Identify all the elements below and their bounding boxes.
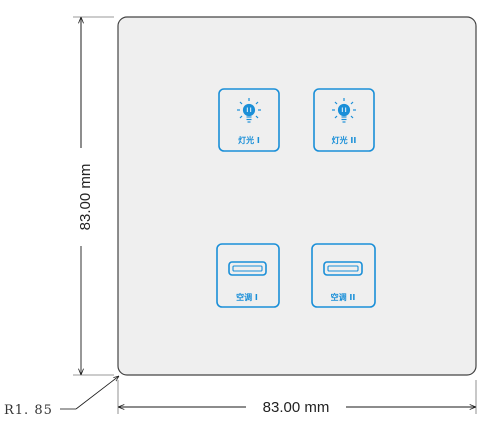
key-ac-2[interactable]: 空调 II — [311, 243, 376, 308]
air-conditioner-icon — [323, 261, 363, 276]
key-light-2[interactable]: 灯光 II — [313, 88, 375, 152]
radius-callout: R1. 85 — [4, 376, 119, 418]
key-label: 灯光 I — [238, 135, 260, 145]
width-dimension: 83.00 mm — [117, 380, 477, 416]
height-dimension: 83.00 mm — [73, 16, 114, 376]
light-bulb-icon — [332, 98, 356, 123]
key-label: 空调 I — [236, 292, 258, 302]
air-conditioner-icon — [228, 261, 267, 276]
key-label: 空调 II — [331, 292, 356, 302]
light-bulb-icon — [237, 98, 261, 123]
radius-label: R1. 85 — [4, 403, 53, 418]
key-label: 灯光 II — [332, 135, 357, 145]
switch-panel — [117, 16, 477, 376]
width-label: 83.00 mm — [263, 399, 330, 416]
key-ac-1[interactable]: 空调 I — [216, 243, 280, 308]
key-light-1[interactable]: 灯光 I — [218, 88, 280, 152]
height-label: 83.00 mm — [77, 164, 94, 231]
